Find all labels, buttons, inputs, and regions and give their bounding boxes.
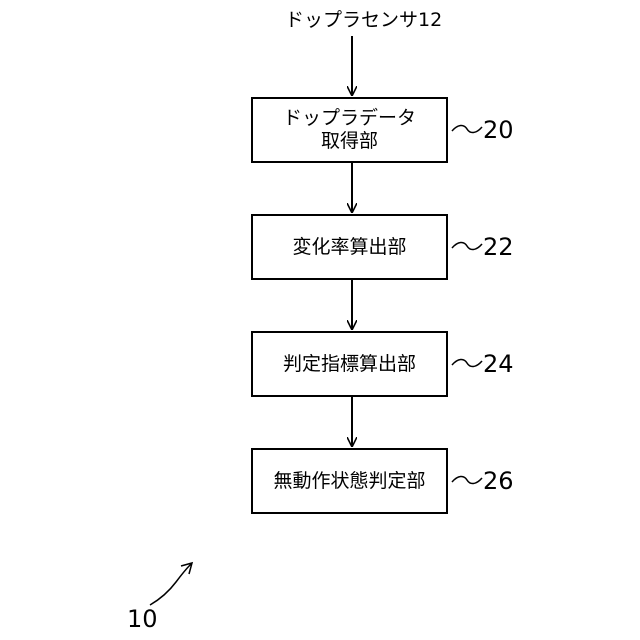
leader-24 (452, 359, 482, 366)
ref-22: 22 (483, 235, 514, 259)
ref-20: 20 (483, 118, 514, 142)
block-doppler-data-acquisition: ドップラデータ 取得部 (251, 97, 448, 163)
leader-20 (452, 125, 482, 132)
block-change-rate-calculation: 変化率算出部 (251, 214, 448, 280)
block-no-motion-state-judgment: 無動作状態判定部 (251, 448, 448, 514)
system-ref-10: 10 (127, 606, 158, 632)
block-judgment-index-calculation-line-1: 判定指標算出部 (283, 353, 416, 376)
input-label-doppler-sensor: ドップラセンサ12 (285, 8, 442, 32)
leader-26 (452, 476, 482, 483)
block-judgment-index-calculation: 判定指標算出部 (251, 331, 448, 397)
ref-26: 26 (483, 469, 514, 493)
block-no-motion-state-judgment-line-1: 無動作状態判定部 (273, 470, 425, 493)
block-doppler-data-acquisition-line-2: 取得部 (321, 130, 378, 153)
block-doppler-data-acquisition-line-1: ドップラデータ (283, 107, 416, 130)
ref-24: 24 (483, 352, 514, 376)
leader-22 (452, 242, 482, 249)
system-ref-arrow (150, 564, 191, 605)
block-change-rate-calculation-line-1: 変化率算出部 (292, 236, 406, 259)
